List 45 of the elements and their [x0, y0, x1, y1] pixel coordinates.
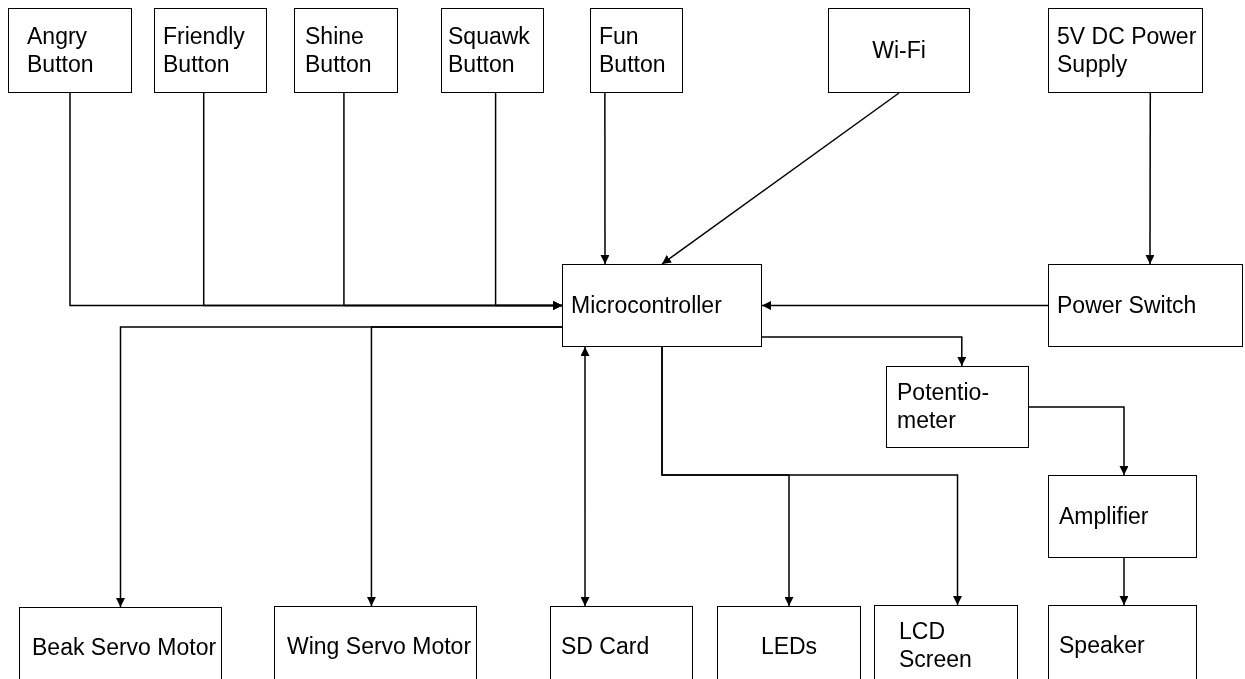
arrow [1145, 92, 1155, 265]
component-box [550, 606, 693, 679]
component-label: Shine Button [305, 22, 373, 79]
component-box [1048, 605, 1197, 679]
component-label: Potentio- meter [897, 379, 991, 435]
component-box [874, 605, 1018, 679]
component-label: Amplifier [1059, 502, 1150, 531]
component-label: LCD Screen [899, 618, 973, 674]
component-box [717, 606, 861, 679]
arrow [494, 92, 563, 310]
component-box [1048, 8, 1203, 93]
arrow [1119, 557, 1129, 606]
component-label: Wi-Fi [871, 36, 927, 65]
arrow [661, 346, 962, 606]
component-box [441, 8, 544, 93]
component-label: Wing Servo Motor [287, 633, 473, 661]
component-label: Microcontroller [571, 291, 723, 320]
arrow [661, 92, 900, 265]
component-box [562, 264, 762, 347]
component-label: Fun Button [599, 22, 667, 79]
component-box [294, 8, 398, 93]
arrow [761, 301, 1049, 310]
component-box [1048, 475, 1197, 558]
arrow [580, 346, 590, 607]
arrow [600, 92, 610, 265]
component-label: Beak Servo Motor [32, 634, 218, 662]
component-box [1048, 264, 1243, 347]
arrow [761, 336, 967, 367]
arrow [1028, 406, 1129, 476]
component-box [886, 366, 1029, 448]
component-label: LEDs [759, 633, 819, 661]
component-box [590, 8, 683, 93]
arrow [366, 326, 563, 607]
component-box [274, 606, 477, 679]
component-label: 5V DC Power Supply [1057, 22, 1198, 79]
component-label: Angry Button [27, 22, 95, 79]
component-box [8, 8, 132, 93]
component-label: Speaker [1059, 632, 1146, 660]
component-label: SD Card [561, 633, 651, 661]
component-box [828, 8, 970, 93]
component-label: Squawk Button [448, 22, 531, 79]
component-label: Friendly Button [163, 22, 246, 79]
component-label: Power Switch [1057, 291, 1198, 320]
component-box [19, 607, 222, 679]
component-box [154, 8, 267, 93]
